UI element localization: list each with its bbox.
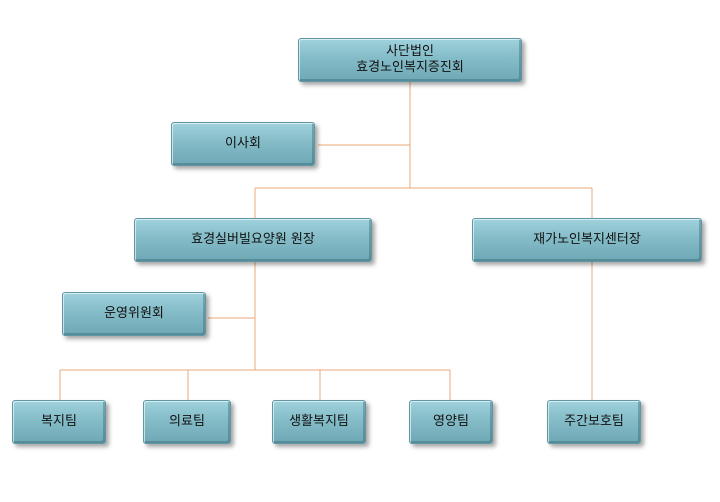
team-label: 의료팀 [169, 414, 205, 429]
org-top-line2: 효경노인복지증진회 [356, 60, 464, 75]
committee-label: 운영위원회 [104, 306, 164, 321]
center-label: 재가노인복지센터장 [533, 232, 641, 247]
board-box: 이사회 [171, 122, 315, 166]
director-box: 효경실버빌요양원 원장 [134, 218, 372, 262]
center-box: 재가노인복지센터장 [472, 218, 702, 262]
committee-box: 운영위원회 [62, 292, 206, 336]
team-box-welfare: 복지팀 [12, 400, 106, 444]
org-top-line1: 사단법인 [386, 44, 434, 59]
team-box-life-welfare: 생활복지팀 [272, 400, 366, 444]
team-box-medical: 의료팀 [143, 400, 231, 444]
team-label: 생활복지팀 [289, 414, 349, 429]
team-box-nutrition: 영양팀 [409, 400, 493, 444]
director-label: 효경실버빌요양원 원장 [191, 232, 315, 247]
team-label: 영양팀 [433, 414, 469, 429]
board-label: 이사회 [225, 136, 261, 151]
org-top-box: 사단법인 효경노인복지증진회 [298, 38, 522, 82]
team-label: 주간보호팀 [564, 414, 624, 429]
team-box-daycare: 주간보호팀 [547, 400, 641, 444]
team-label: 복지팀 [41, 414, 77, 429]
